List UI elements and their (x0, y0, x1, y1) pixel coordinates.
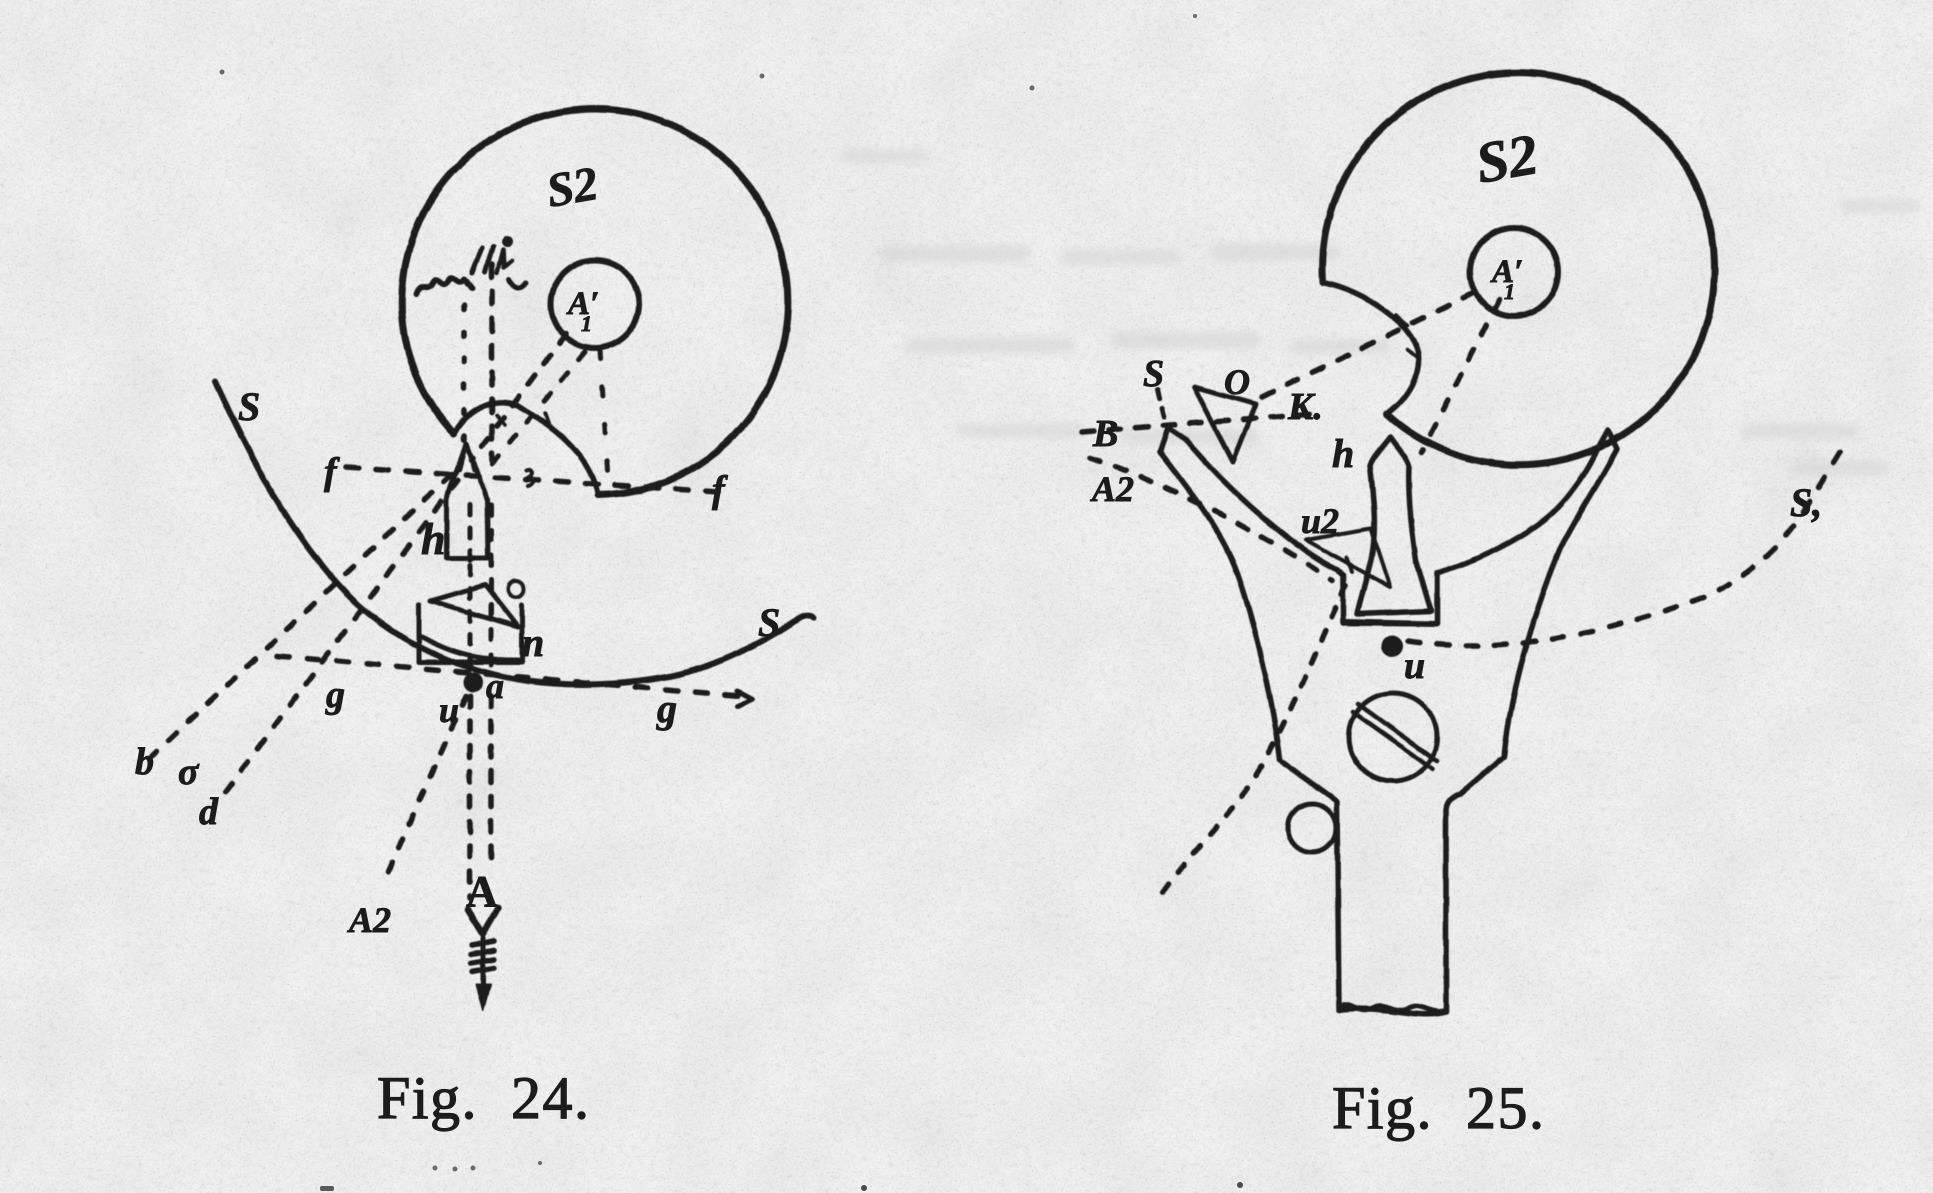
svg-text:A′: A′ (1490, 254, 1523, 290)
svg-text:S,: S, (1790, 480, 1822, 525)
svg-text:b: b (135, 741, 154, 783)
svg-text:σ: σ (178, 751, 200, 793)
svg-text:h: h (1332, 431, 1354, 476)
svg-text:A2: A2 (347, 900, 391, 940)
svg-text:S: S (758, 600, 780, 645)
svg-text:A2: A2 (1090, 469, 1134, 509)
svg-text:u2: u2 (1301, 501, 1339, 541)
svg-text:S2: S2 (1471, 121, 1543, 196)
svg-text:g: g (325, 674, 345, 716)
svg-text:A′: A′ (566, 286, 599, 322)
svg-text:n: n (522, 620, 544, 665)
svg-text:O: O (1224, 362, 1250, 402)
svg-text:S2: S2 (543, 157, 602, 218)
svg-text:u: u (1404, 645, 1425, 687)
svg-text:K.: K. (1287, 386, 1323, 428)
svg-text:B: B (1092, 413, 1118, 455)
svg-text:d: d (199, 791, 219, 833)
svg-text:f: f (324, 451, 340, 493)
svg-text:A: A (466, 867, 498, 916)
svg-text:f: f (712, 469, 728, 511)
svg-text:S: S (238, 384, 260, 429)
svg-text:1: 1 (1504, 279, 1515, 304)
svg-text:Fig. 25.: Fig. 25. (1332, 1075, 1546, 1141)
svg-text:u: u (439, 690, 459, 730)
svg-text:a: a (486, 666, 504, 706)
svg-text:S: S (1143, 353, 1164, 395)
svg-text:Fig. 24.: Fig. 24. (377, 1065, 591, 1131)
svg-text:h: h (421, 515, 445, 564)
svg-text:g: g (656, 686, 677, 731)
svg-text:1: 1 (581, 311, 592, 336)
